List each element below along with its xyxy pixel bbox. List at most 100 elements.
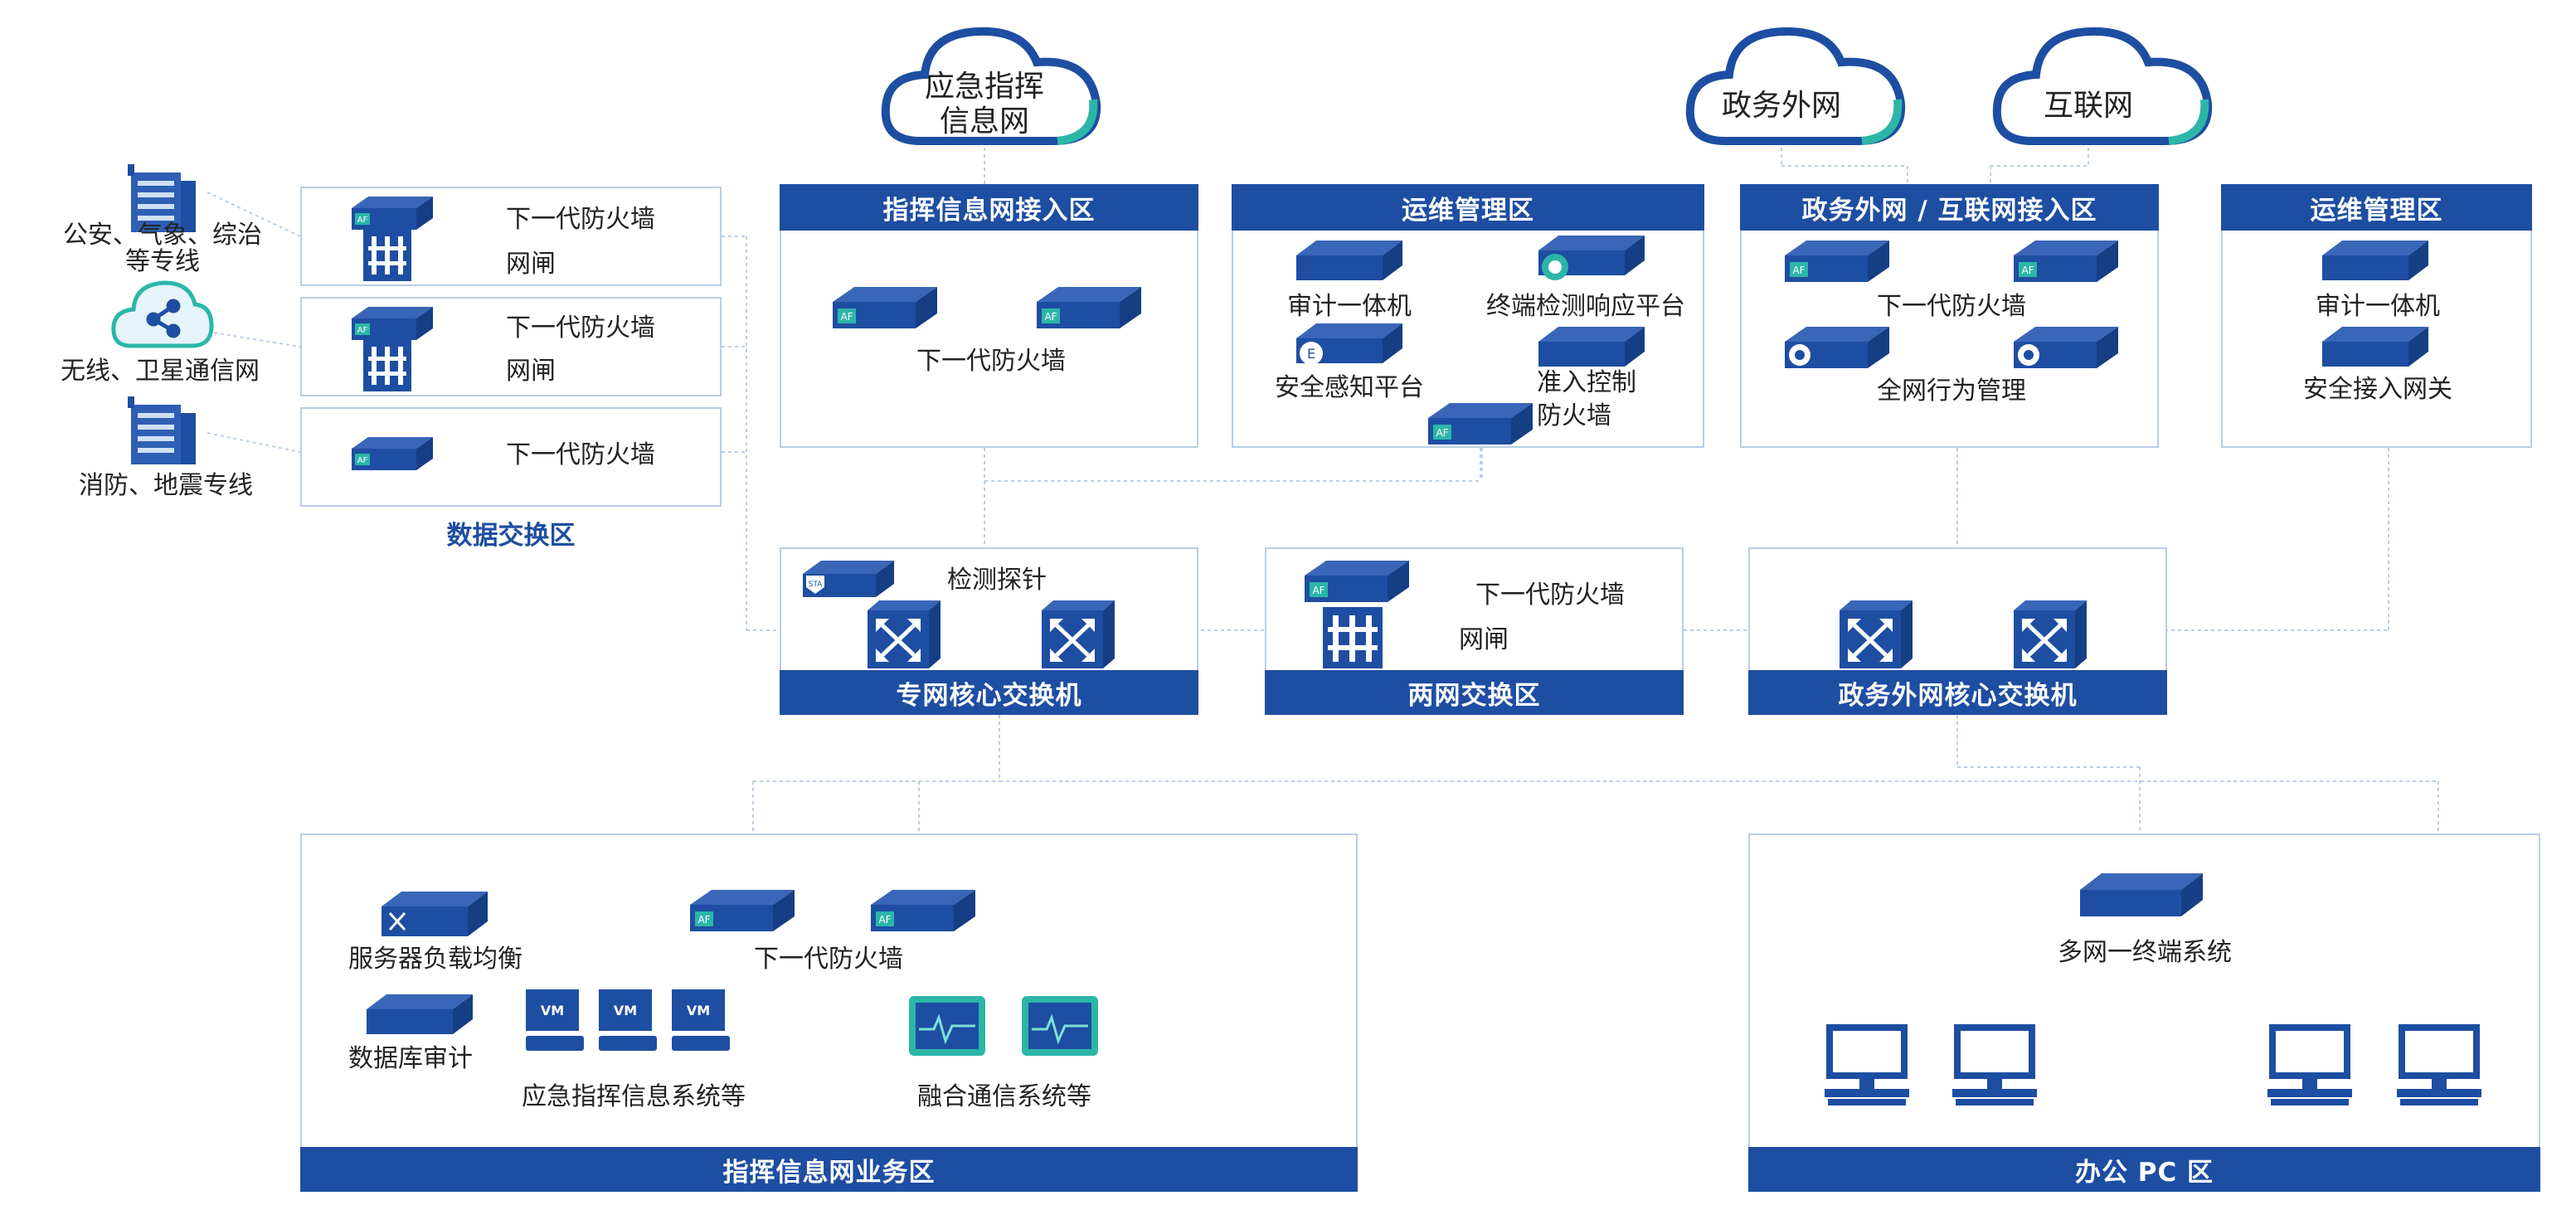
svg-text:STA: STA bbox=[809, 581, 824, 589]
cloud-emergency-label: 应急指挥 信息网 bbox=[924, 70, 1045, 138]
edr-platform-icon bbox=[1538, 236, 1645, 280]
private-core-title: 专网核心交换机 bbox=[780, 670, 1198, 715]
svg-text:E: E bbox=[1307, 346, 1315, 362]
svg-text:AF: AF bbox=[840, 311, 853, 323]
data-exchange-row-2: AF 下一代防火墙 网闸 bbox=[300, 297, 722, 396]
ops1-title: 运维管理区 bbox=[1232, 184, 1704, 231]
cloud-gov-icon bbox=[1685, 27, 1906, 145]
building-icon bbox=[128, 164, 196, 232]
two-net-fw-label: 下一代防火墙 bbox=[1475, 581, 1625, 610]
business-zone: 服务器负载均衡 AF AF 下一代防火墙 数据库审计 VM VM VM 应急指挥… bbox=[300, 833, 1358, 1192]
sip-platform-icon: E bbox=[1296, 323, 1402, 365]
building-icon bbox=[128, 396, 196, 464]
vm-base bbox=[672, 1036, 730, 1051]
firewall-icon: AF bbox=[871, 890, 975, 931]
firewall-icon: AF bbox=[1428, 403, 1533, 445]
data-exchange-row-1-gate-label: 网闸 bbox=[506, 250, 556, 279]
business-apps-label: 应急指挥信息系统等 bbox=[522, 1082, 746, 1111]
behavior-mgmt-icon bbox=[1785, 327, 1889, 368]
gov-core-title: 政务外网核心交换机 bbox=[1748, 670, 2167, 715]
cloud-emergency-icon bbox=[881, 27, 1101, 145]
vm-server: VM bbox=[599, 989, 659, 1056]
firewall-icon: AF bbox=[352, 307, 433, 340]
cloud-internet-label: 互联网 bbox=[2043, 89, 2134, 123]
data-exchange-row-3-fw-label: 下一代防火墙 bbox=[506, 440, 655, 469]
vm-base bbox=[526, 1036, 584, 1051]
core-switch-icon bbox=[2014, 600, 2087, 668]
data-exchange-title: 数据交换区 bbox=[446, 521, 576, 551]
firewall-icon: AF bbox=[352, 437, 433, 470]
firewall-icon: AF bbox=[1785, 241, 1889, 282]
firewall-icon: AF bbox=[2014, 241, 2118, 282]
data-exchange-row-1-fw-label: 下一代防火墙 bbox=[506, 205, 655, 234]
multi-net-terminal-icon bbox=[2080, 873, 2203, 916]
ops1-sip-label: 安全感知平台 bbox=[1275, 373, 1424, 402]
office-title: 办公 PC 区 bbox=[1748, 1147, 2540, 1192]
business-slb-label: 服务器负载均衡 bbox=[348, 945, 522, 974]
source-wireless-label: 无线、卫星通信网 bbox=[61, 357, 260, 386]
db-audit-icon bbox=[367, 994, 473, 1034]
data-exchange-row-1: AF 下一代防火墙 网闸 bbox=[300, 187, 722, 286]
firewall-icon: AF bbox=[352, 197, 433, 230]
pc-icon bbox=[2267, 1024, 2352, 1106]
vm-server: VM bbox=[672, 989, 731, 1056]
cmd-access-fw-label: 下一代防火墙 bbox=[916, 347, 1066, 376]
pc-icon bbox=[2397, 1024, 2481, 1106]
monitor-screen-icon bbox=[909, 996, 985, 1056]
gateway-icon bbox=[1323, 607, 1383, 668]
audit-appliance-icon bbox=[2322, 241, 2428, 280]
vm-label: VM bbox=[526, 989, 579, 1031]
office-multi-label: 多网一终端系统 bbox=[2058, 938, 2232, 967]
data-exchange-row-3: AF 下一代防火墙 bbox=[300, 407, 722, 507]
svg-text:AF: AF bbox=[697, 914, 710, 926]
data-exchange-row-2-fw-label: 下一代防火墙 bbox=[506, 313, 655, 343]
gov-access-title: 政务外网 / 互联网接入区 bbox=[1740, 184, 2159, 231]
ops1-audit-label: 审计一体机 bbox=[1287, 292, 1412, 321]
data-exchange-row-2-gate-label: 网闸 bbox=[506, 357, 556, 386]
probe-icon: STA bbox=[803, 561, 894, 597]
svg-text:AF: AF bbox=[357, 456, 368, 465]
firewall-icon: AF bbox=[1305, 561, 1409, 602]
svg-text:AF: AF bbox=[1312, 585, 1324, 596]
pc-icon bbox=[1825, 1024, 1909, 1106]
svg-text:AF: AF bbox=[357, 326, 368, 335]
gov-access-fw-label: 下一代防火墙 bbox=[1877, 292, 2026, 321]
svg-text:AF: AF bbox=[878, 914, 891, 926]
core-switch-icon bbox=[1840, 600, 1913, 668]
svg-text:AF: AF bbox=[1792, 265, 1805, 276]
source-fire-quake-label: 消防、地震专线 bbox=[79, 471, 253, 500]
cloud-internet-icon bbox=[1992, 27, 2213, 145]
vm-base bbox=[599, 1036, 657, 1051]
gateway-icon bbox=[363, 340, 411, 391]
svg-text:AF: AF bbox=[1436, 427, 1448, 439]
gateway-icon bbox=[363, 230, 411, 281]
business-title: 指挥信息网业务区 bbox=[300, 1147, 1358, 1192]
monitor-screen-icon bbox=[1022, 996, 1098, 1056]
audit-appliance-icon bbox=[1296, 241, 1402, 280]
business-dbaudit-label: 数据库审计 bbox=[348, 1044, 473, 1073]
probe-label: 检测探针 bbox=[947, 566, 1047, 595]
behavior-mgmt-icon bbox=[2014, 327, 2118, 368]
core-switch-icon bbox=[868, 600, 940, 668]
ops2-vpn-label: 安全接入网关 bbox=[2303, 375, 2452, 404]
cloud-gov-label: 政务外网 bbox=[1721, 89, 1842, 123]
business-unified-label: 融合通信系统等 bbox=[917, 1082, 1091, 1111]
vm-label: VM bbox=[599, 989, 652, 1031]
ops2-audit-label: 审计一体机 bbox=[2316, 292, 2440, 321]
gov-access-ac-label: 全网行为管理 bbox=[1877, 377, 2026, 406]
svg-text:AF: AF bbox=[1044, 311, 1057, 323]
firewall-icon: AF bbox=[690, 890, 795, 931]
load-balancer-icon bbox=[382, 892, 488, 936]
firewall-icon: AF bbox=[833, 287, 937, 328]
vm-label: VM bbox=[672, 989, 725, 1031]
ops1-edr-label: 终端检测响应平台 bbox=[1486, 292, 1685, 321]
svg-text:AF: AF bbox=[357, 216, 368, 225]
source-public-security-label: 公安、气象、综治 等专线 bbox=[63, 221, 262, 276]
vm-server: VM bbox=[526, 989, 586, 1056]
wireless-cloud-icon bbox=[111, 280, 214, 348]
vpn-gateway-icon bbox=[2322, 327, 2428, 367]
nac-appliance-icon bbox=[1538, 327, 1645, 367]
business-fw-label: 下一代防火墙 bbox=[754, 945, 903, 974]
ops2-title: 运维管理区 bbox=[2221, 184, 2532, 231]
firewall-icon: AF bbox=[1037, 287, 1141, 328]
